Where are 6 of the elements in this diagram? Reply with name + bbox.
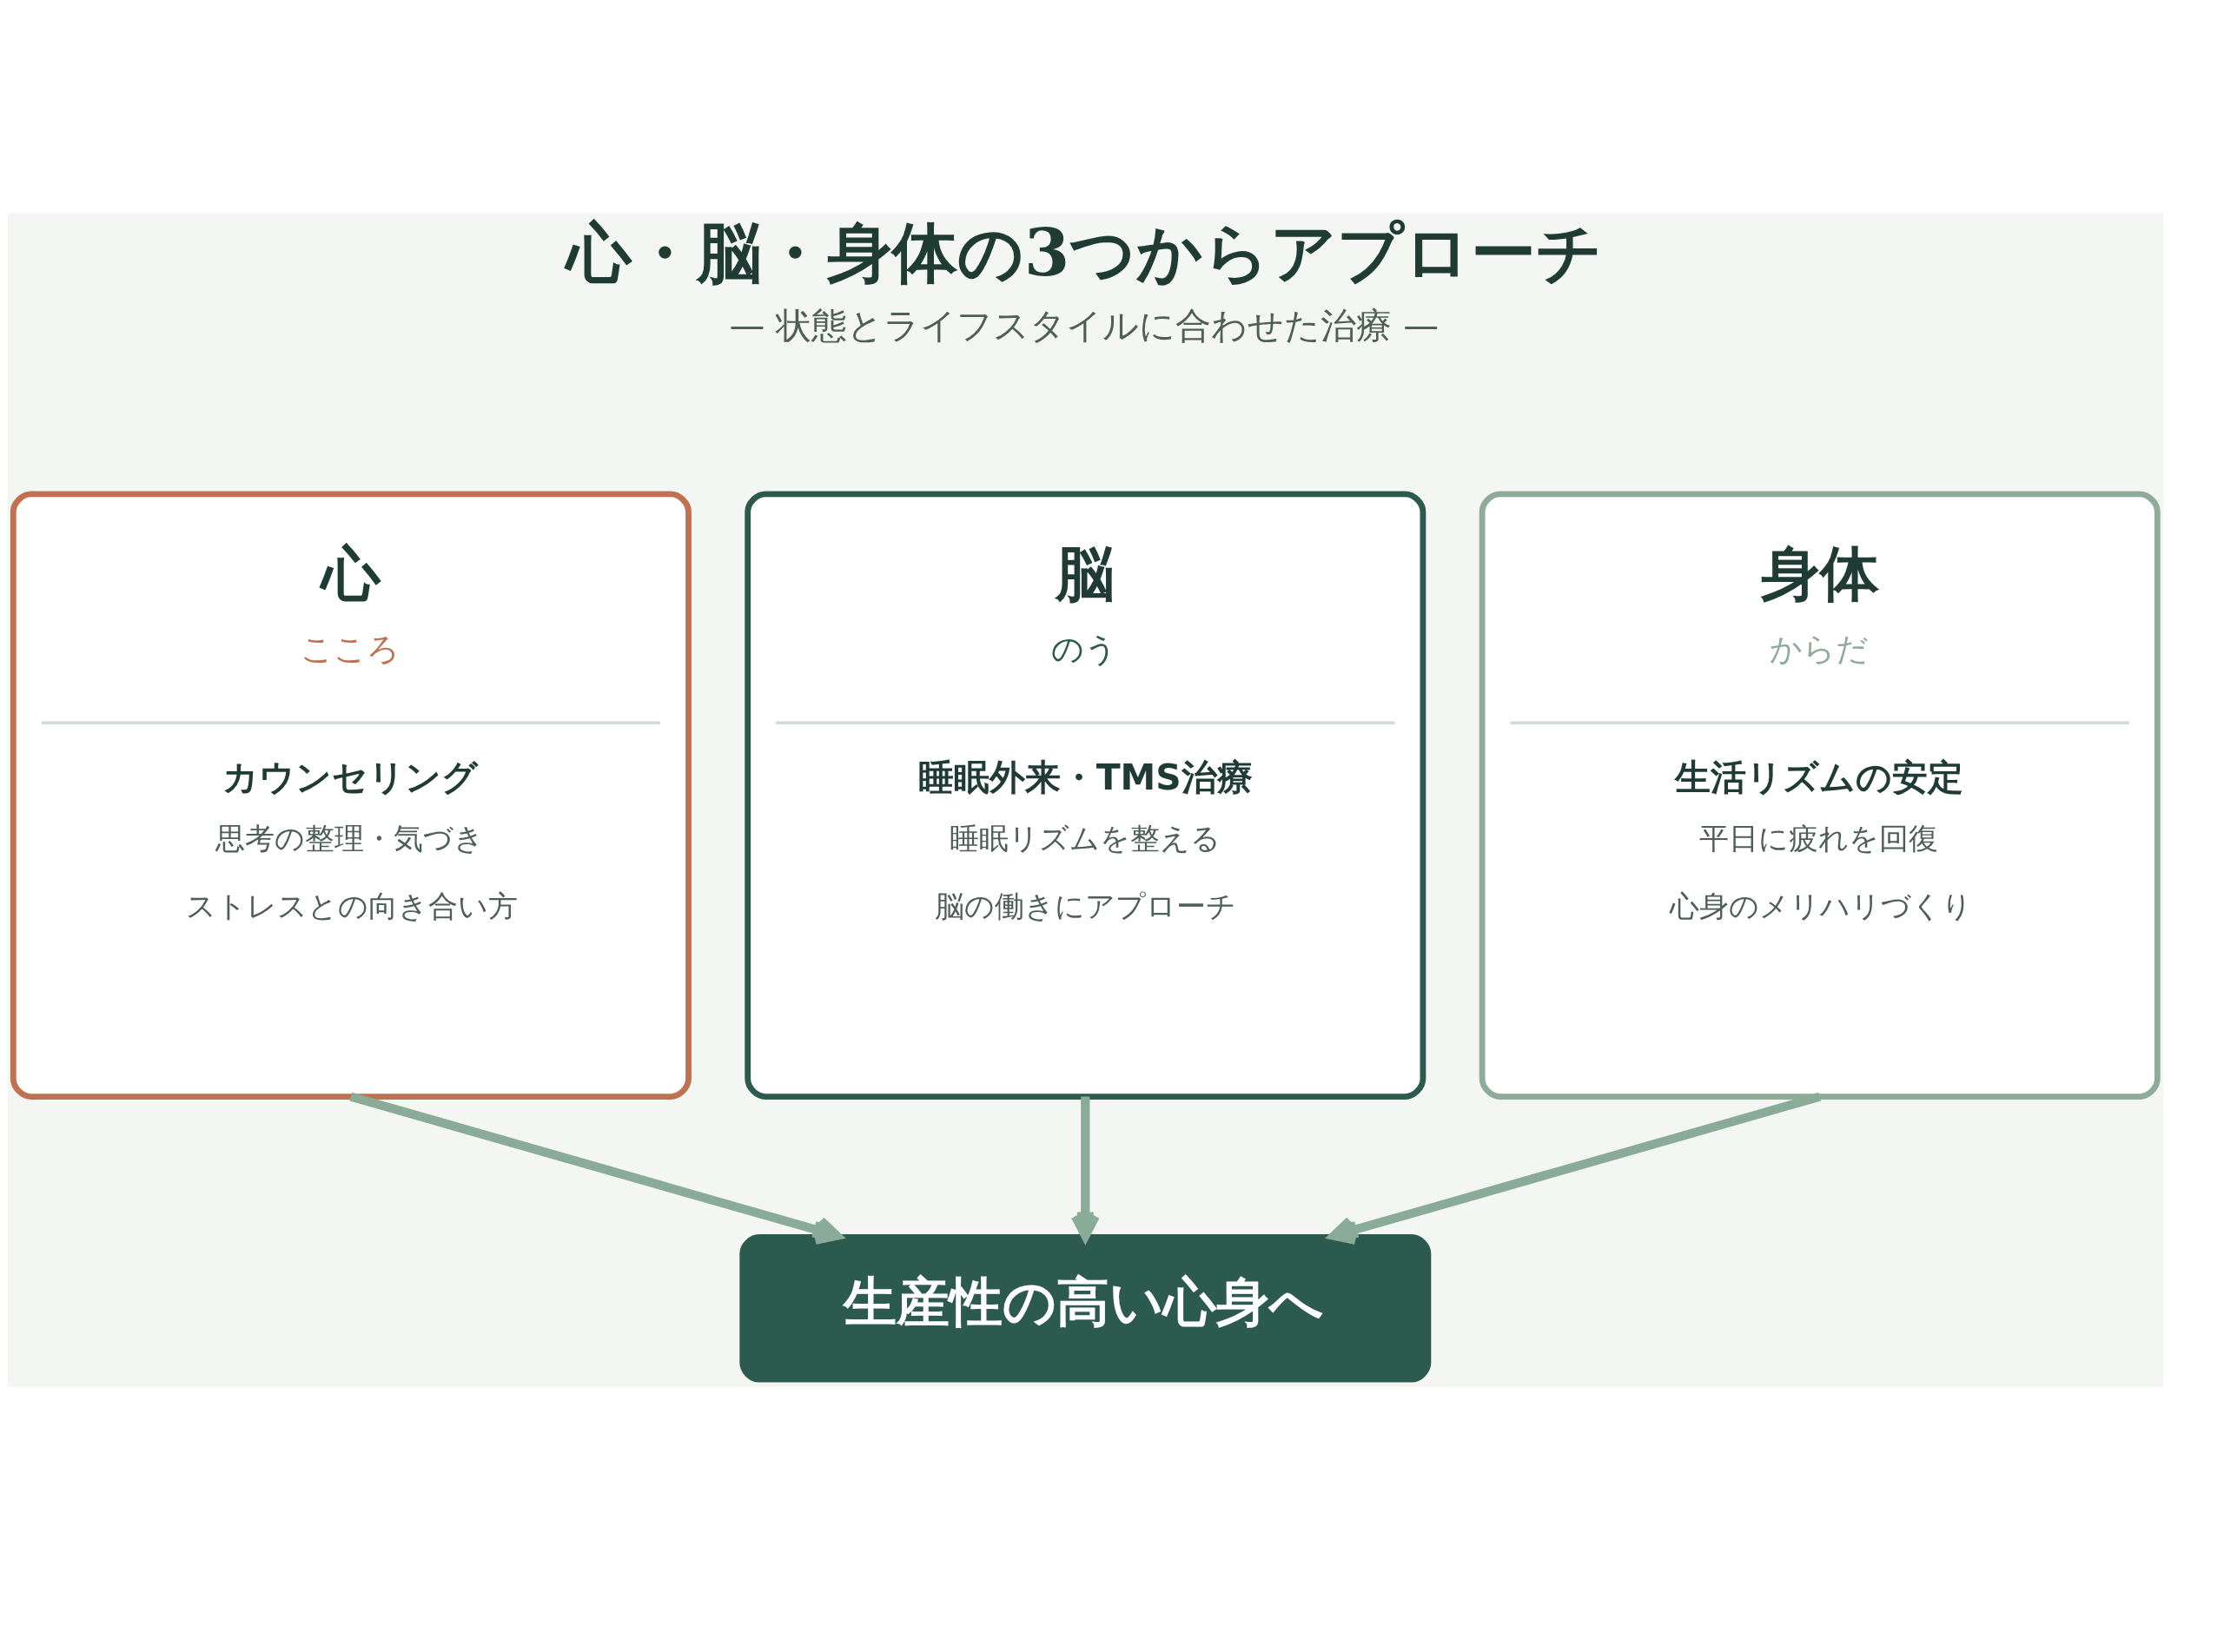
node-box: 心 こころ カウンセリング 思考の整理・気づき ストレスとの向き合い方 (10, 490, 692, 1100)
node-box: 脳 のう 睡眠外来・TMS治療 睡眠リズムを整える 脳の働きにアプローチ (745, 490, 1426, 1100)
label: — 状態とライフスタイルに合わせた治療 — (729, 304, 1440, 347)
diagram-title: 心・脳・身体の3つからアプローチ (566, 214, 1604, 291)
node-box: 生産性の高い心身へ (739, 1233, 1432, 1383)
node-box: 身体 からだ 生活リズムの安定 平日に疲れを回復 心身のメリハリづくり (1479, 490, 2161, 1100)
